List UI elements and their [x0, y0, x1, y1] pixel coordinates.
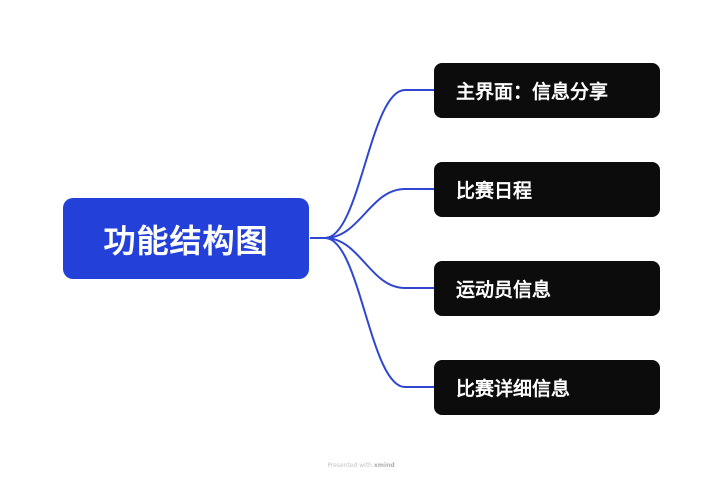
connector-main-info: [310, 89, 434, 239]
footer-prefix: Presented with: [327, 462, 372, 469]
topic-label: 比赛日程: [456, 180, 533, 202]
connector-athlete-info: [310, 237, 434, 289]
topic-match-detail-info[interactable]: 比赛详细信息: [434, 360, 660, 415]
root-topic-label: 功能结构图: [103, 221, 269, 260]
footer-brand: xmind: [373, 462, 395, 469]
topic-label: 比赛详细信息: [456, 378, 571, 400]
watermark-footer: Presented with xmind: [0, 462, 722, 469]
topic-athlete-info[interactable]: 运动员信息: [434, 261, 660, 316]
root-topic[interactable]: 功能结构图: [63, 198, 309, 279]
topic-label: 运动员信息: [456, 279, 552, 301]
topic-match-schedule[interactable]: 比赛日程: [434, 162, 660, 217]
topic-main-info-share[interactable]: 主界面：信息分享: [434, 63, 660, 118]
topic-label: 主界面：信息分享: [456, 81, 609, 103]
connector-match-detail: [310, 237, 434, 388]
connector-schedule: [310, 188, 434, 239]
